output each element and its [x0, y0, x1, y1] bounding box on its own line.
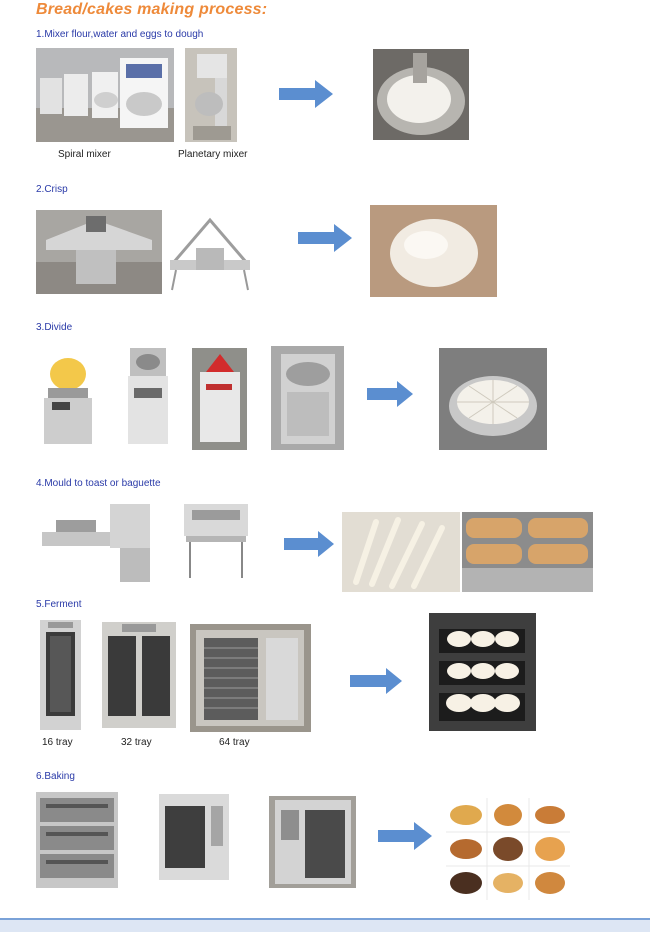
- document-title: Bread/cakes making process:: [36, 1, 268, 18]
- planetary-mixer-caption: Planetary mixer: [178, 149, 248, 160]
- rotary-oven-photo: [269, 796, 356, 888]
- dough-divider-photo-2: [124, 344, 172, 448]
- arrow-right-icon: [367, 381, 413, 407]
- toast-loaves-photo: [462, 512, 593, 592]
- arrow-right-icon: [298, 224, 352, 252]
- proofer-32-tray-photo: [102, 622, 176, 728]
- spiral-mixer-photo: [36, 48, 174, 142]
- dough-in-mixer-photo: [373, 49, 469, 140]
- step-4-heading: 4.Mould to toast or baguette: [36, 478, 161, 489]
- arrow-right-icon: [284, 531, 334, 557]
- viewer-bottom-bar: [0, 918, 650, 932]
- step-3-heading: 3.Divide: [36, 322, 73, 333]
- baked-goods-grid-photo: [446, 798, 570, 900]
- proofer-32-tray-caption: 32 tray: [121, 737, 152, 748]
- planetary-mixer-photo: [185, 48, 237, 142]
- convection-oven-photo: [155, 792, 233, 888]
- step-6-heading: 6.Baking: [36, 771, 75, 782]
- step-5-heading: 5.Ferment: [36, 599, 82, 610]
- baguette-dough-photo: [342, 512, 460, 592]
- arrow-right-icon: [279, 80, 333, 108]
- dough-divider-photo-1: [36, 352, 99, 450]
- divided-dough-photo: [439, 348, 547, 450]
- deck-oven-photo: [36, 792, 118, 888]
- dough-sheeter-photo-1: [36, 210, 162, 294]
- proofer-16-tray-caption: 16 tray: [42, 737, 73, 748]
- step-2-heading: 2.Crisp: [36, 184, 68, 195]
- dough-ball-photo: [370, 205, 497, 297]
- moulder-photo-2: [180, 498, 252, 584]
- arrow-right-icon: [350, 668, 402, 694]
- proofed-dough-in-pans-photo: [429, 613, 536, 731]
- proofer-64-tray-photo: [190, 624, 311, 732]
- spiral-mixer-caption: Spiral mixer: [58, 149, 111, 160]
- arrow-right-icon: [378, 822, 432, 850]
- step-1-heading: 1.Mixer flour,water and eggs to dough: [36, 29, 204, 40]
- dough-rounder-photo: [192, 348, 247, 450]
- moulder-photo-1: [36, 496, 160, 588]
- dough-sheeter-photo-2: [166, 210, 254, 294]
- dough-divider-rounder-photo: [271, 346, 344, 450]
- proofer-64-tray-caption: 64 tray: [219, 737, 250, 748]
- proofer-16-tray-photo: [40, 620, 81, 730]
